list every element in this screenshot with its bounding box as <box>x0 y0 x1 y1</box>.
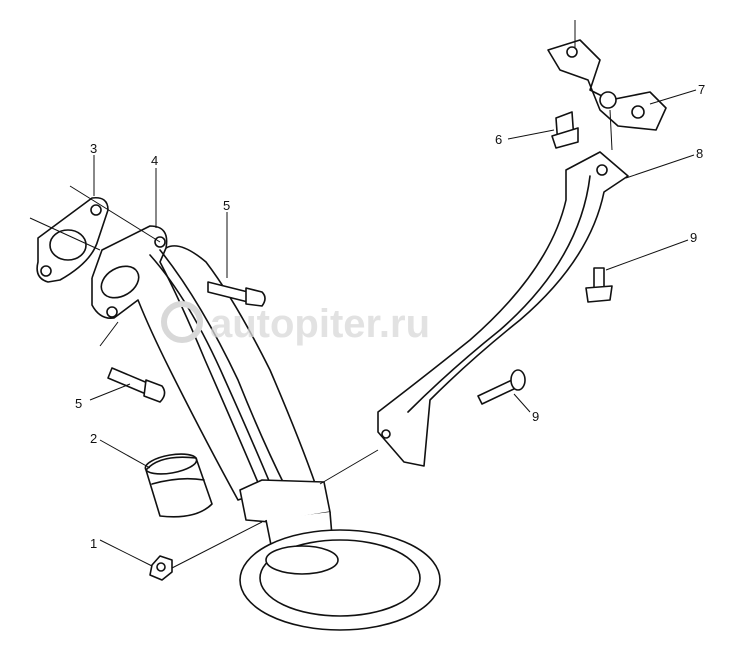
callout-9-lower: 9 <box>532 409 539 424</box>
nut <box>149 555 173 581</box>
bolt-9-lower <box>477 369 526 405</box>
oil-intake-pipe <box>91 225 335 569</box>
callout-5-lower: 5 <box>75 396 82 411</box>
leader-lines <box>29 20 697 569</box>
bolt-9-upper <box>585 267 613 303</box>
callout-3: 3 <box>90 141 97 156</box>
callout-6: 6 <box>495 132 502 147</box>
watermark: autopiter.ru <box>161 301 430 346</box>
callout-9-upper: 9 <box>690 230 697 245</box>
gasket <box>36 196 109 283</box>
callout-8: 8 <box>696 146 703 161</box>
watermark-text: autopiter.ru <box>210 302 430 346</box>
callout-2: 2 <box>90 431 97 446</box>
bolt-lower <box>107 367 166 403</box>
sleeve <box>144 453 213 518</box>
callout-1: 1 <box>90 536 97 551</box>
bolt-6 <box>551 111 579 149</box>
callout-5-upper: 5 <box>223 198 230 213</box>
callout-4: 4 <box>151 153 158 168</box>
oil-strainer <box>239 529 441 631</box>
bracket <box>547 39 667 131</box>
support-bracket <box>377 151 629 467</box>
bolt-upper <box>207 281 266 307</box>
callout-7: 7 <box>698 82 705 97</box>
